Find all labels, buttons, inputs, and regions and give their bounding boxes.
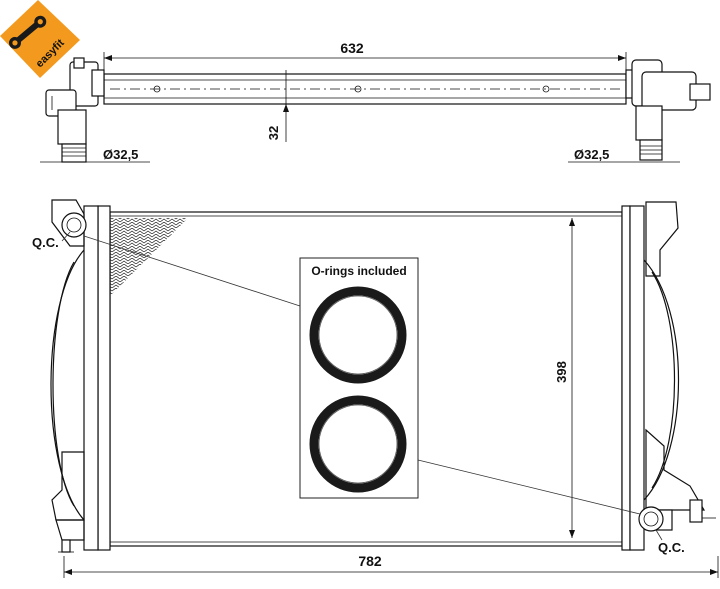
dim-label-632: 632	[340, 40, 364, 56]
leader-line-right	[417, 459, 641, 515]
orings-label: O-rings included	[311, 264, 406, 278]
badge-background	[0, 0, 80, 78]
dim-label-398: 398	[554, 361, 569, 383]
oring-bottom	[309, 395, 407, 493]
wrench-icon	[8, 15, 47, 49]
left-side-tank	[50, 199, 111, 553]
qc-port-left	[61, 212, 87, 238]
qc-port-right	[638, 506, 664, 532]
easyfit-badge: easyfit	[0, 0, 80, 78]
right-side-tank	[621, 201, 716, 551]
qc-label-right: Q.C.	[658, 540, 685, 555]
dim-label-left-inlet: Ø32,5	[103, 147, 138, 162]
oring-top	[309, 286, 407, 384]
front-view: Q.C. Q.C. 398 782	[32, 199, 719, 578]
dim-label-right-inlet: Ø32,5	[574, 147, 609, 162]
left-inlet-fitting	[45, 57, 105, 163]
dim-label-782: 782	[358, 553, 382, 569]
dim-label-32: 32	[266, 126, 281, 140]
orings-callout: O-rings included	[83, 235, 641, 515]
right-inlet-fitting	[625, 59, 711, 161]
top-view: 632 32 Ø32,5	[40, 40, 711, 163]
qc-label-left: Q.C.	[32, 235, 59, 250]
leader-line-left	[83, 235, 301, 307]
